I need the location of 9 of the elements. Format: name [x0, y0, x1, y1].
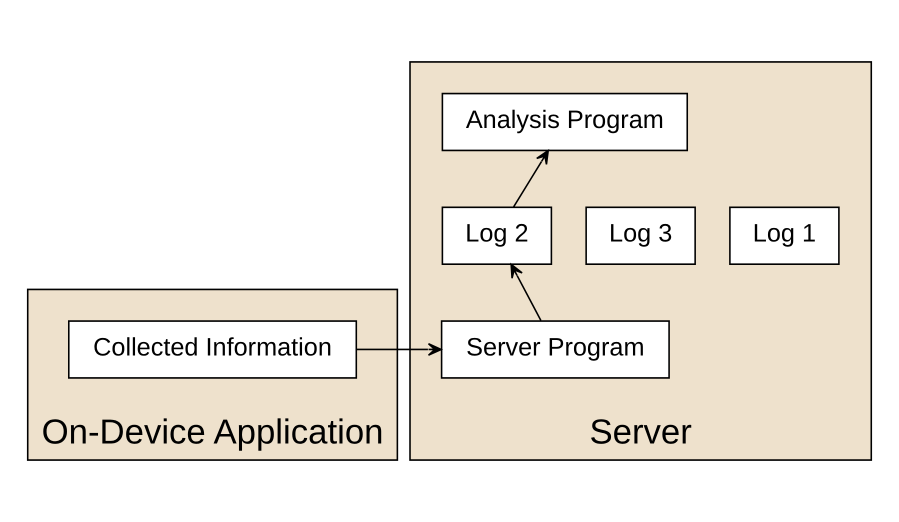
- node-box: Analysis Program: [442, 92, 688, 152]
- node-box: Log 3: [585, 206, 696, 265]
- arrow: [510, 264, 542, 321]
- node-box: Server Program: [440, 320, 670, 379]
- arrow: [356, 342, 442, 356]
- arrow: [513, 150, 549, 208]
- node-box: Collected Information: [68, 320, 358, 379]
- node-box: Log 2: [442, 206, 552, 265]
- node-box: Log 1: [729, 206, 840, 265]
